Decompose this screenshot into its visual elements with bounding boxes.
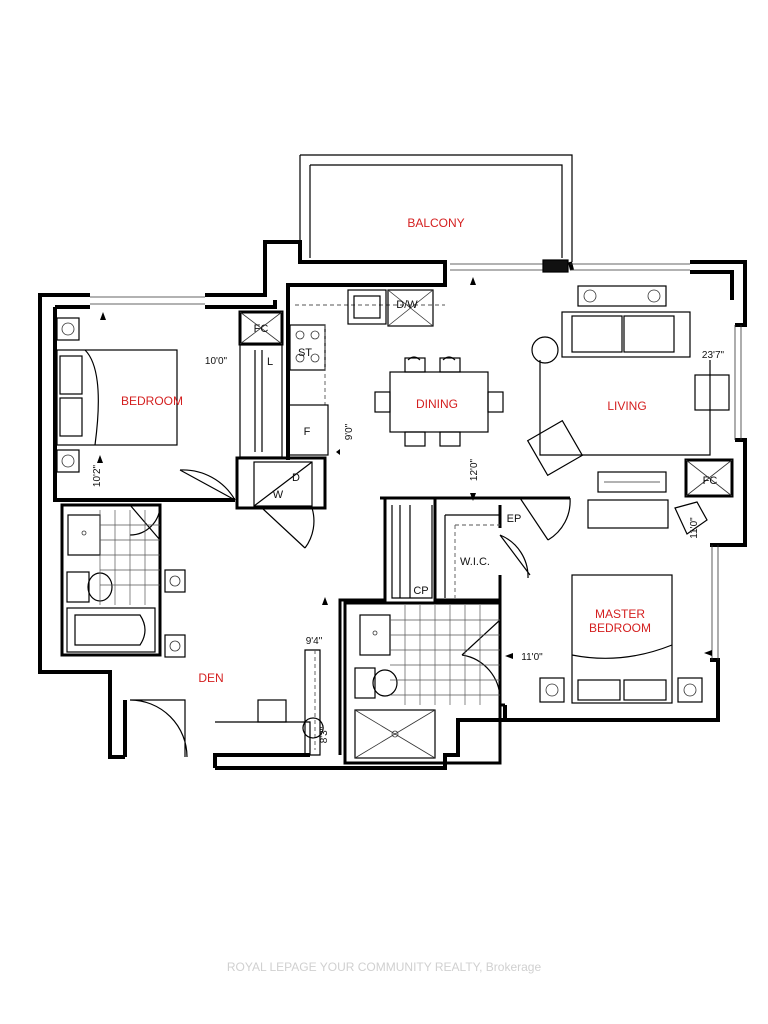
interior-walls [60,344,711,765]
label-wic: W.I.C. [460,556,490,568]
windows [90,259,742,660]
room-bedroom: BEDROOM [121,394,183,408]
label-dishwasher: D/W [396,299,418,311]
label-dryer: D [292,472,300,484]
master-furniture [539,574,703,704]
label-linen: L [267,356,273,368]
room-living: LIVING [607,399,646,413]
dim-master-width: 11'0" [521,652,543,663]
balcony [299,154,573,262]
label-washer: W [273,489,284,501]
room-den: DEN [198,671,223,685]
living-furniture [526,285,730,535]
room-master-line1: MASTER [595,607,645,621]
bedroom-furniture [56,317,178,473]
room-dining: DINING [416,397,458,411]
dim-den-depth: 9'4" [306,636,323,647]
dim-kitchen-width: 10'0" [205,356,228,367]
label-cp: CP [413,585,428,597]
fc-box-left [238,310,284,346]
label-fridge: F [304,426,311,438]
label-fc-right: FC [703,475,718,487]
exterior-walls [38,240,747,770]
den-furniture [257,699,324,739]
dim-dining-depth: 9'0" [344,423,355,440]
fc-box-right [684,458,734,498]
main-bath [66,510,186,658]
doors [129,469,571,758]
dining-table [374,356,504,447]
label-fc-left: FC [254,323,269,335]
dimension-markers [97,277,712,659]
room-master-line2: BEDROOM [589,621,651,635]
room-balcony: BALCONY [407,216,464,230]
label-ep: EP [507,513,522,525]
dim-bedroom-depth: 10'2" [92,464,103,487]
watermark: ROYAL LEPAGE YOUR COMMUNITY REALTY, Brok… [226,960,542,974]
dim-den-width: 8'3" [319,726,330,743]
label-stove: ST [298,347,312,359]
kitchen [287,289,445,456]
dim-living-depth: 12'0" [469,458,480,481]
dim-living-width: 23'7" [702,350,725,361]
dim-master-depth: 11'0" [689,517,700,539]
ensuite-bath [354,605,500,759]
